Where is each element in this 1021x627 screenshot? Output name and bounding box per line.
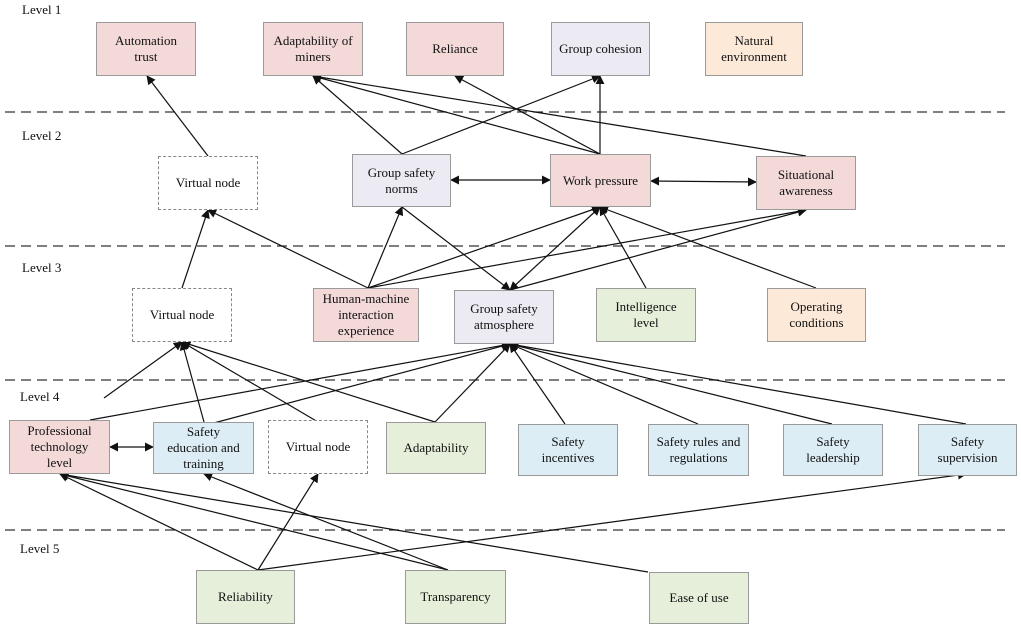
edge-rules-atmosphere xyxy=(509,343,699,425)
node-adaptability: Adaptability xyxy=(386,422,486,474)
level-label-3: Level 3 xyxy=(22,260,62,275)
node-group-safety-norms: Group safety norms xyxy=(352,154,451,207)
edge-work-adaptminers xyxy=(312,73,601,155)
node-group-cohesion: Group cohesion xyxy=(551,22,650,76)
edge-easeofuse-prof xyxy=(59,470,649,573)
node-ease-of-use: Ease of use xyxy=(649,572,749,624)
node-virtual-node-2: Virtual node xyxy=(158,156,258,210)
node-virtual-node-3-label: Virtual node xyxy=(149,307,215,322)
node-reliability: Reliability xyxy=(196,570,295,624)
node-virtual-node-4-label: Virtual node xyxy=(285,439,351,454)
node-virtual-node-2-label: Virtual node xyxy=(175,175,241,190)
node-professional-technology-level: Professional technology level xyxy=(9,420,110,474)
edge-virtual3-virtual2 xyxy=(181,209,210,289)
edge-work-reliance xyxy=(454,75,601,155)
node-group-cohesion-label: Group cohesion xyxy=(559,41,642,56)
node-safety-education-and-training-label: Safety education and training xyxy=(167,424,240,471)
level-separators xyxy=(5,111,1005,531)
edge-supervision-atmosphere xyxy=(509,340,967,425)
node-intelligence-level-label: Intelligence level xyxy=(615,299,677,330)
node-group-safety-atmosphere: Group safety atmosphere xyxy=(454,290,554,344)
level-label-2: Level 2 xyxy=(22,128,62,143)
node-transparency: Transparency xyxy=(405,570,506,624)
edge-norms-adaptminers xyxy=(312,75,403,155)
node-safety-incentives-label: Safety incentives xyxy=(541,434,595,465)
edge-prof-virtual3 xyxy=(103,341,183,399)
edge-incentives-atmosphere xyxy=(509,343,566,425)
node-automation-trust: Automation trust xyxy=(96,22,196,76)
node-professional-technology-level-label: Professional technology level xyxy=(27,423,92,470)
edge-transparency-edu xyxy=(203,472,449,571)
edge-edu-atmosphere xyxy=(209,341,511,425)
node-situational-awareness-label: Situational awareness xyxy=(777,167,835,198)
edge-transparency-prof xyxy=(59,471,449,571)
level-label-5: Level 5 xyxy=(20,541,60,556)
node-adaptability-of-miners: Adaptability of miners xyxy=(263,22,363,76)
node-adaptability-of-miners-label: Adaptability of miners xyxy=(273,33,353,64)
level-label-4: Level 4 xyxy=(20,389,60,404)
edge-norms-cohesion xyxy=(401,74,601,155)
node-safety-rules-and-regulations-label: Safety rules and regulations xyxy=(656,434,741,465)
edge-hmi-situation xyxy=(367,206,807,289)
node-safety-incentives: Safety incentives xyxy=(518,424,618,476)
level-label-1: Level 1 xyxy=(22,2,62,17)
node-reliance-label: Reliance xyxy=(432,41,478,56)
node-adaptability-label: Adaptability xyxy=(403,440,469,455)
edge-hmi-norms xyxy=(367,206,404,289)
edge-virtual2-automation xyxy=(146,75,209,157)
edge-situation-adaptminers xyxy=(312,72,807,157)
node-safety-supervision-label: Safety supervision xyxy=(937,434,998,465)
node-safety-leadership: Safety leadership xyxy=(783,424,883,476)
node-operating-conditions: Operating conditions xyxy=(767,288,866,342)
node-virtual-node-3: Virtual node xyxy=(132,288,232,342)
node-safety-supervision: Safety supervision xyxy=(918,424,1017,476)
node-virtual-node-4: Virtual node xyxy=(268,420,368,474)
edge-leadership-atmosphere xyxy=(509,341,833,425)
edge-operating-work xyxy=(599,205,817,289)
node-reliability-label: Reliability xyxy=(218,589,273,604)
edge-reliability-prof xyxy=(59,473,259,571)
edge-hmi-work xyxy=(367,205,601,289)
node-natural-environment-label: Natural environment xyxy=(721,33,787,64)
node-work-pressure-label: Work pressure xyxy=(562,172,639,188)
edge-work-atmosphere xyxy=(509,206,601,291)
node-human-machine-interaction-experience: Human-machine interaction experience xyxy=(313,288,419,342)
node-ease-of-use-label: Ease of use xyxy=(669,590,729,605)
node-safety-leadership-label: Safety leadership xyxy=(806,434,860,465)
node-operating-conditions-label: Operating conditions xyxy=(789,299,844,330)
edge-edu-virtual3 xyxy=(179,341,205,423)
edge-virtual4-virtual3 xyxy=(181,341,319,423)
edge-hmi-virtual2 xyxy=(207,209,369,289)
node-situational-awareness: Situational awareness xyxy=(756,156,856,210)
node-group-safety-norms-label: Group safety norms xyxy=(367,164,436,196)
edge-atmosphere-situation xyxy=(509,207,807,291)
edge-norms-atmosphere xyxy=(401,206,511,291)
node-human-machine-interaction-experience-label: Human-machine interaction experience xyxy=(322,291,410,338)
node-transparency-label: Transparency xyxy=(420,589,491,604)
edge-work-situation xyxy=(650,176,757,187)
node-group-safety-atmosphere-label: Group safety atmosphere xyxy=(470,301,538,332)
edge-intelligence-work xyxy=(599,206,647,289)
node-safety-education-and-training: Safety education and training xyxy=(153,422,254,474)
edge-reliability-supervision xyxy=(257,470,967,571)
node-intelligence-level: Intelligence level xyxy=(596,288,696,342)
node-natural-environment: Natural environment xyxy=(705,22,803,76)
edge-adaptability-virtual3 xyxy=(181,340,436,423)
node-reliance: Reliance xyxy=(406,22,504,76)
edge-reliability-virtual4 xyxy=(257,473,319,571)
edge-adaptability-atmosphere xyxy=(434,343,511,423)
arrows xyxy=(59,72,967,573)
node-work-pressure: Work pressure xyxy=(550,154,651,207)
node-safety-rules-and-regulations: Safety rules and regulations xyxy=(648,424,749,476)
edge-prof-atmosphere xyxy=(89,341,511,421)
node-automation-trust-label: Automation trust xyxy=(114,33,178,64)
